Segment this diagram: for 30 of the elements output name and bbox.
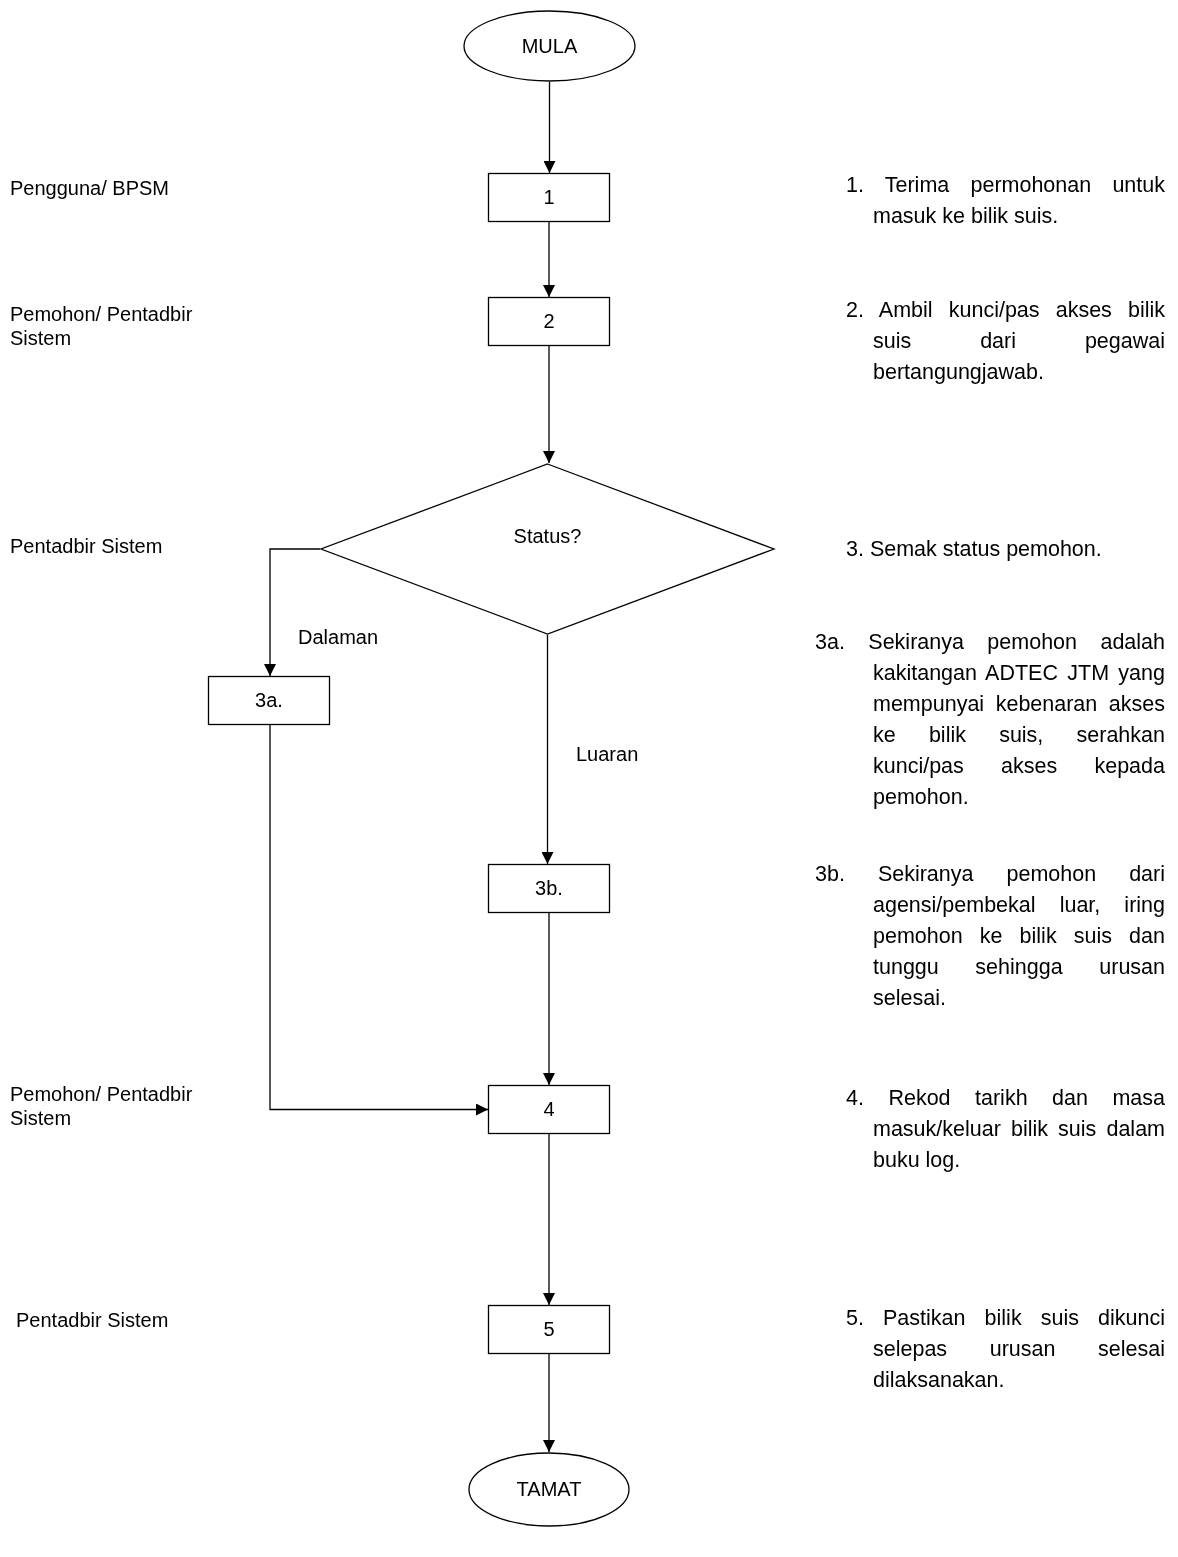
step-description: 3a. Sekiranya pemohon adalah kakitangan ADTEC JTM yang mempunyai kebenaran akses ke bilik suis, serahkan kunci/pas akses kepada pemohon. [815,629,1165,811]
arrow [543,1353,555,1453]
step-description: 4. Rekod tarikh dan masa masuk/keluar bilik suis dalam buku log. [846,1085,1165,1174]
arrow [543,81,556,174]
step-description: 2. Ambil kunci/pas akses bilik suis dari pegawai bertangungjawab. [846,297,1165,386]
arrow [543,221,555,298]
role-label: Pentadbir Sistem [10,534,164,558]
node-label: 2 [543,310,555,333]
arrow [264,548,321,677]
role-label: Pentadbir Sistem [16,1308,170,1332]
node-label: 5 [543,1318,555,1341]
node-label: 1 [543,186,555,209]
step-description: 3b. Sekiranya pemohon dari agensi/pembekal luar, iring pemohon ke bilik suis dan tunggu sehingga urusan selesai. [815,861,1165,1012]
step-description: 3. Semak status pemohon. [846,536,1103,563]
node-label: Status? [513,525,582,548]
arrow [543,345,555,464]
node-label: 4 [543,1098,555,1121]
node-label: 3a. [255,689,283,712]
step-description: 5. Pastikan bilik suis dikunci selepas urusan selesai dilaksanakan. [846,1305,1165,1394]
role-label: Pengguna/ BPSM [10,176,170,200]
arrow [543,1133,555,1306]
node-label: TAMAT [516,1478,582,1501]
role-label: Pemohon/ Pentadbir Sistem [10,1082,194,1130]
node-label: 3b. [535,877,563,900]
step-description: 1. Terima permohonan untuk masuk ke bilik suis. [846,172,1165,230]
role-label: Pemohon/ Pentadbir Sistem [10,302,194,350]
arrow [541,634,554,865]
node-label: MULA [521,34,578,58]
arrow [543,912,555,1086]
arrow [269,724,489,1116]
